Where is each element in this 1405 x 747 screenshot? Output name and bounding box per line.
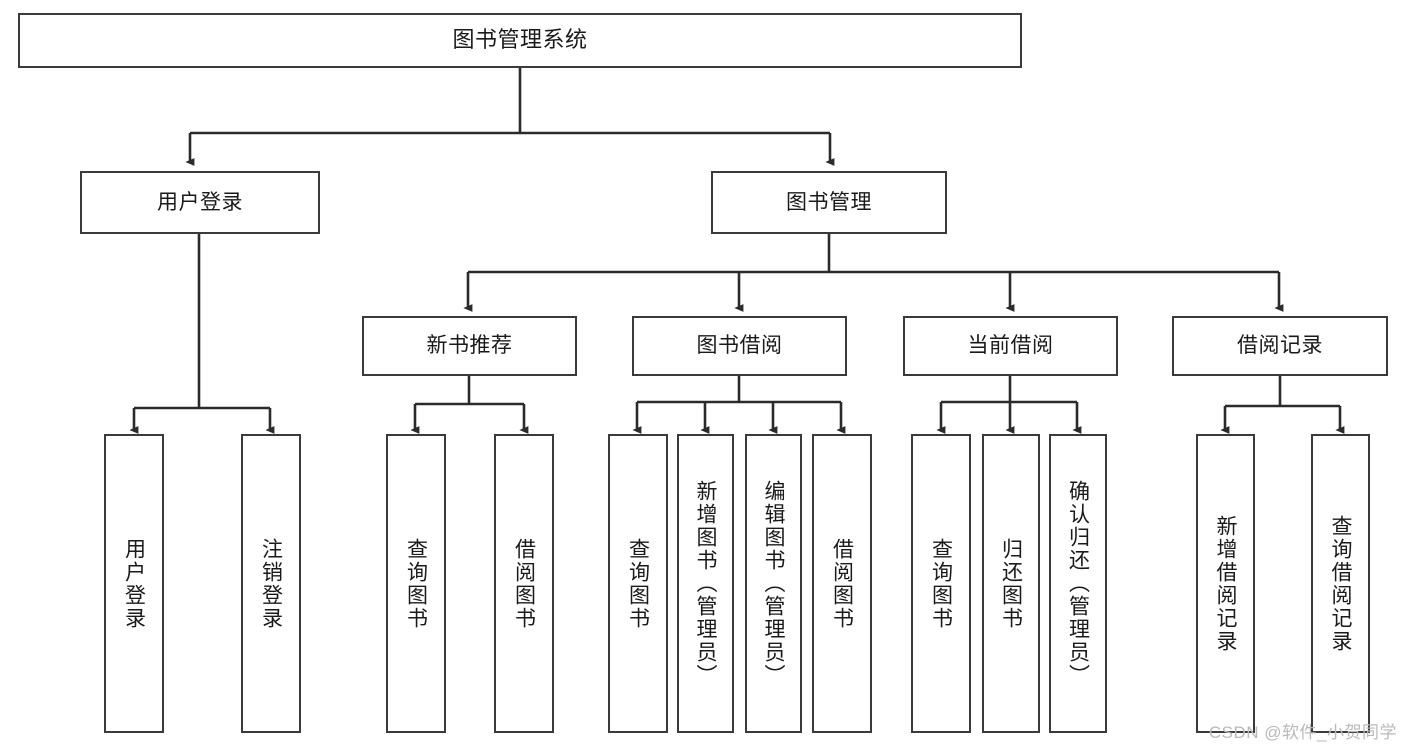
leaf-borrow-record-add-label: 新增借阅记录: [1214, 514, 1237, 653]
leaf-book-borrow-borrow[interactable]: 借阅图书: [812, 434, 872, 733]
leaf-book-borrow-query-label: 查询图书: [626, 537, 650, 630]
leaf-new-book-query-label: 查询图书: [404, 537, 428, 630]
leaf-book-borrow-query[interactable]: 查询图书: [608, 434, 668, 733]
node-user-login[interactable]: 用户登录: [80, 171, 320, 234]
leaf-user-login-logout-label: 注销登录: [259, 537, 283, 630]
node-borrow-record[interactable]: 借阅记录: [1172, 316, 1388, 376]
node-current-borrow-label: 当前借阅: [967, 334, 1054, 358]
leaf-current-borrow-confirm[interactable]: 确认归还（管理员）: [1049, 434, 1107, 733]
leaf-book-borrow-borrow-label: 借阅图书: [830, 537, 854, 630]
leaf-current-borrow-confirm-label: 确认归还（管理员）: [1066, 480, 1090, 687]
leaf-new-book-borrow[interactable]: 借阅图书: [494, 434, 554, 733]
leaf-new-book-borrow-label: 借阅图书: [512, 537, 536, 630]
node-current-borrow[interactable]: 当前借阅: [903, 316, 1118, 376]
leaf-borrow-record-add[interactable]: 新增借阅记录: [1196, 434, 1255, 733]
leaf-book-borrow-add-label: 新增图书（管理员）: [694, 480, 717, 687]
leaf-book-borrow-edit-label: 编辑图书（管理员）: [762, 480, 785, 687]
node-new-book-recommend[interactable]: 新书推荐: [362, 316, 577, 376]
leaf-current-borrow-return-label: 归还图书: [999, 537, 1023, 630]
leaf-user-login-login[interactable]: 用户登录: [104, 434, 164, 733]
node-book-management-label: 图书管理: [786, 190, 872, 214]
node-book-management[interactable]: 图书管理: [711, 171, 947, 234]
leaf-user-login-logout[interactable]: 注销登录: [241, 434, 301, 733]
node-borrow-record-label: 借阅记录: [1237, 334, 1323, 358]
leaf-current-borrow-return[interactable]: 归还图书: [982, 434, 1040, 733]
node-new-book-recommend-label: 新书推荐: [426, 334, 513, 358]
watermark: CSDN @软件_小贺同学: [1208, 723, 1397, 742]
node-book-borrow-label: 图书借阅: [696, 334, 783, 358]
leaf-current-borrow-query-label: 查询图书: [929, 537, 953, 630]
leaf-book-borrow-add[interactable]: 新增图书（管理员）: [677, 434, 734, 733]
leaf-current-borrow-query[interactable]: 查询图书: [911, 434, 971, 733]
node-root-label: 图书管理系统: [452, 27, 588, 53]
node-book-borrow[interactable]: 图书借阅: [632, 316, 847, 376]
node-user-login-label: 用户登录: [157, 190, 243, 214]
leaf-book-borrow-edit[interactable]: 编辑图书（管理员）: [745, 434, 802, 733]
leaf-user-login-login-label: 用户登录: [122, 537, 146, 630]
node-root[interactable]: 图书管理系统: [18, 13, 1022, 68]
leaf-borrow-record-query-label: 查询借阅记录: [1329, 514, 1352, 653]
leaf-new-book-query[interactable]: 查询图书: [386, 434, 446, 733]
leaf-borrow-record-query[interactable]: 查询借阅记录: [1311, 434, 1370, 733]
